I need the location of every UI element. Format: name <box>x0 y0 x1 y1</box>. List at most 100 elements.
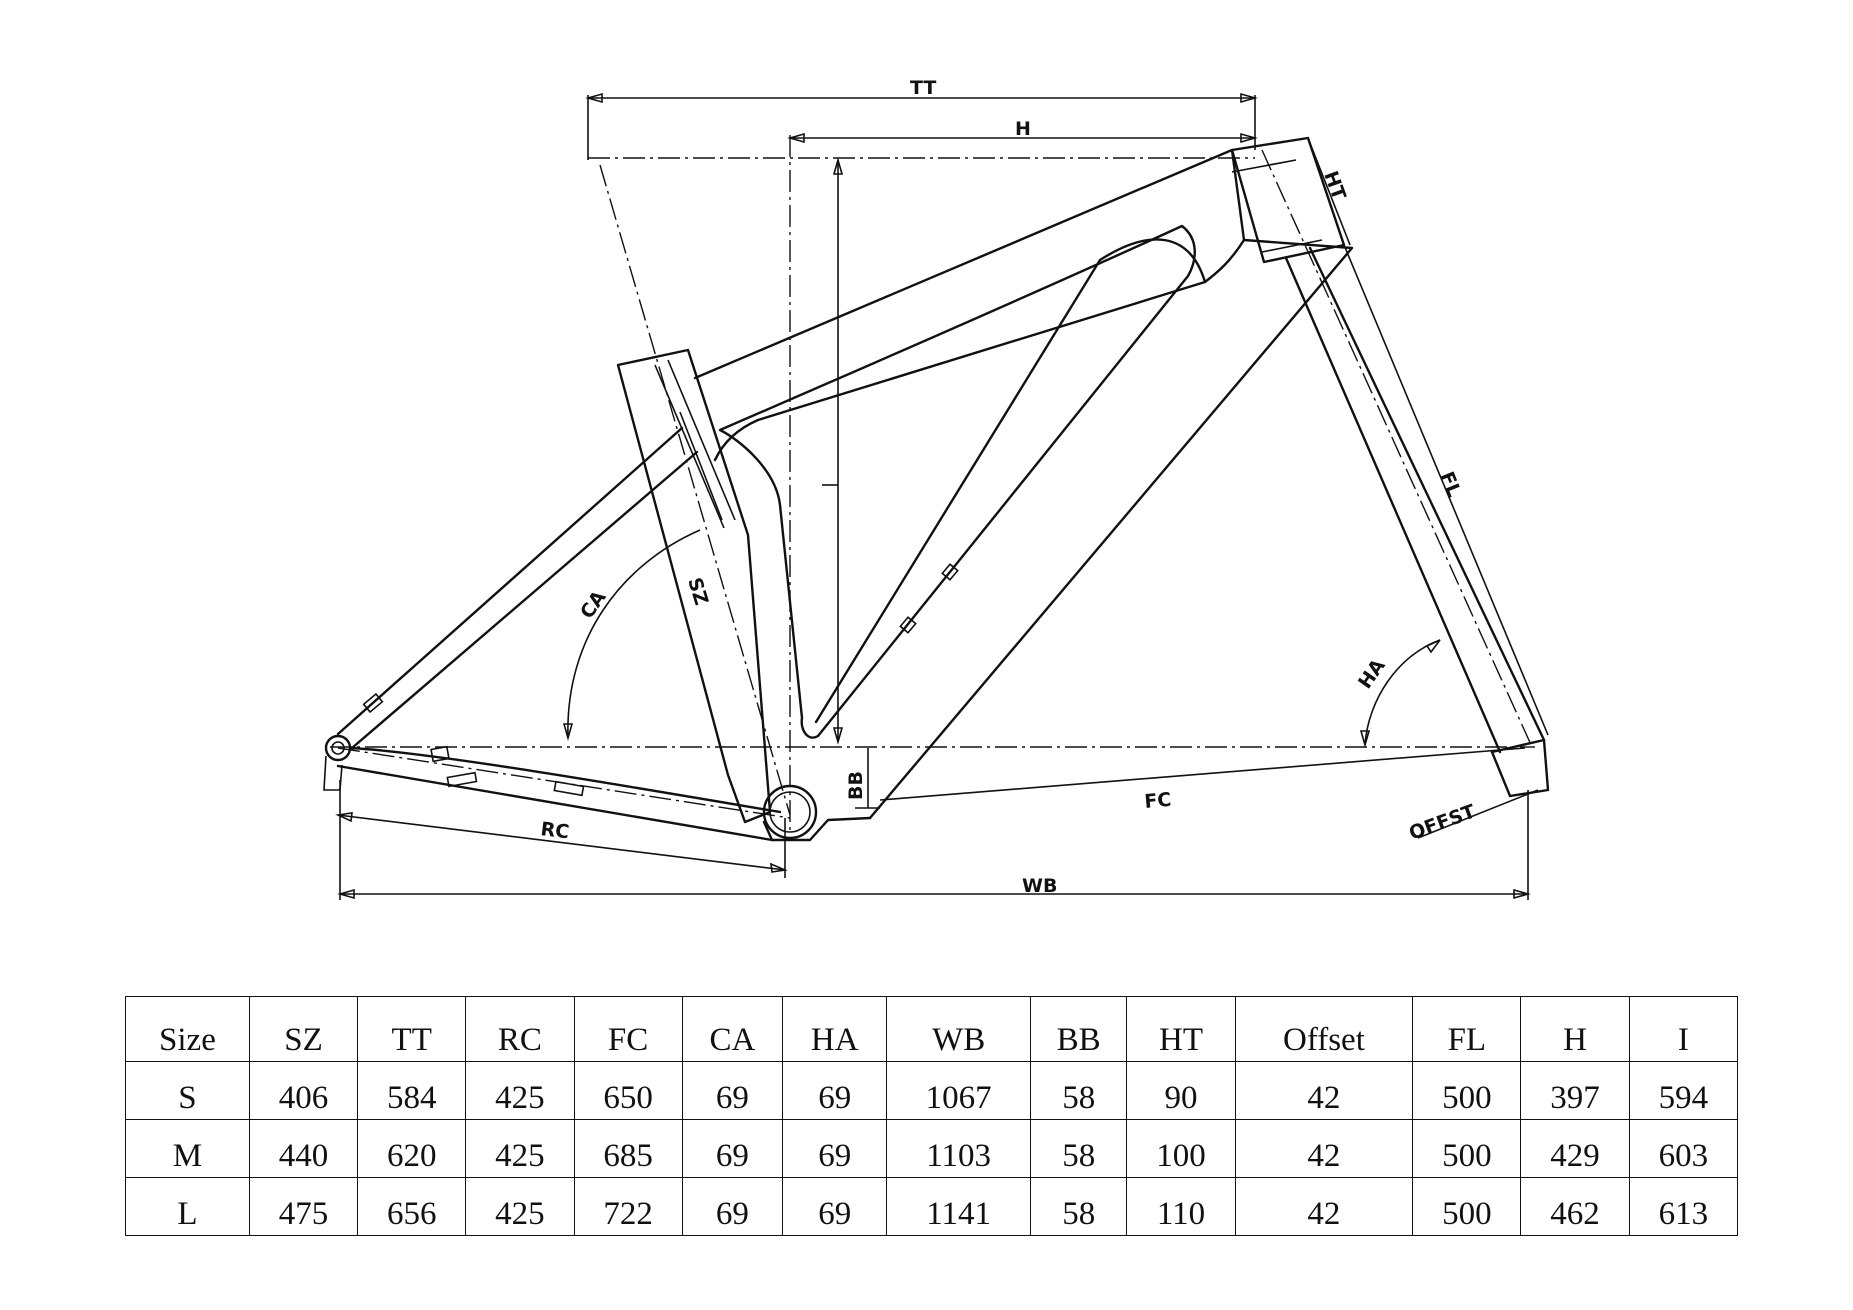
table-cell: 603 <box>1628 1119 1739 1178</box>
ha-arrows <box>1359 639 1441 748</box>
bottle-bolt-2 <box>899 616 917 634</box>
reference-lines <box>330 135 1535 830</box>
bottom-bracket-shell <box>762 784 818 840</box>
table-cell: 69 <box>681 1061 784 1120</box>
table-cell: 42 <box>1234 1119 1414 1178</box>
geometry-table: Size SZ TT RC FC CA HA WB BB HT Offset F… <box>125 996 1739 1236</box>
table-cell: 69 <box>782 1119 888 1178</box>
frame-geometry-diagram: TT H HT FL CA SZ HA BB FC RC OFFST WB <box>323 77 1550 900</box>
fc-dim-line <box>879 747 1526 801</box>
bottle-bolt-1 <box>941 563 959 581</box>
table-cell: 425 <box>465 1177 575 1236</box>
seat-tube-insert-2 <box>667 359 736 521</box>
cable-stop-2 <box>446 771 478 788</box>
table-cell: 58 <box>1029 1177 1128 1236</box>
table-cell: 1103 <box>886 1119 1031 1178</box>
table-cell: 685 <box>573 1119 683 1178</box>
col-header: WB <box>886 996 1031 1062</box>
table-cell: 594 <box>1628 1061 1739 1120</box>
rear-axle <box>331 741 345 755</box>
ha-arc <box>1364 639 1441 746</box>
stay-bridge <box>362 692 384 714</box>
stack-arrows <box>832 157 844 745</box>
table-cell: 90 <box>1126 1061 1236 1120</box>
seat-tube-insert <box>654 364 725 529</box>
col-header: HA <box>782 996 888 1062</box>
table-cell: 429 <box>1520 1119 1630 1178</box>
table-header-row: Size SZ TT RC FC CA HA WB BB HT Offset F… <box>125 996 1739 1062</box>
col-header: FL <box>1412 996 1522 1062</box>
table-cell: 440 <box>248 1119 359 1178</box>
dimension-labels: TT H HT FL CA SZ HA BB FC RC OFFST WB <box>539 77 1478 897</box>
tt-arrows <box>585 92 1258 104</box>
label-wb: WB <box>1022 875 1057 897</box>
label-fc: FC <box>1144 789 1173 813</box>
label-tt: TT <box>910 77 936 99</box>
ca-arc <box>567 529 701 739</box>
table-row: M 440 620 425 685 69 69 1103 58 100 42 5… <box>125 1119 1739 1178</box>
fork-dropout <box>1490 738 1550 798</box>
bottom-bracket-inner <box>769 791 811 833</box>
ca-arrow <box>562 723 574 741</box>
table-cell: 656 <box>357 1177 467 1236</box>
fl-dim-line <box>1343 244 1549 736</box>
cable-stop-1 <box>430 745 450 763</box>
label-bb: BB <box>845 771 867 800</box>
table-cell: 110 <box>1126 1177 1236 1236</box>
table-cell: 406 <box>248 1061 359 1120</box>
table-cell: 425 <box>465 1061 575 1120</box>
col-header: I <box>1628 996 1739 1062</box>
label-rc: RC <box>539 818 570 843</box>
col-header: FC <box>573 996 683 1062</box>
fork-blade <box>1284 246 1546 754</box>
bb-yoke <box>762 816 872 842</box>
col-header: RC <box>465 996 575 1062</box>
label-offset: OFFST <box>1406 800 1478 844</box>
table-cell: 650 <box>573 1061 683 1120</box>
down-tube-outer <box>868 238 1354 820</box>
steering-axis <box>1261 149 1533 748</box>
top-tube <box>693 148 1246 462</box>
down-tube-inner <box>814 238 1207 724</box>
table-cell: 584 <box>357 1061 467 1120</box>
table-cell: 58 <box>1029 1119 1128 1178</box>
col-header: SZ <box>248 996 359 1062</box>
col-header: Offset <box>1234 996 1414 1062</box>
seat-tube-axis <box>599 164 791 816</box>
table-cell: M <box>125 1119 250 1178</box>
table-cell: 69 <box>681 1177 784 1236</box>
table-cell: 1067 <box>886 1061 1031 1120</box>
table-row: S 406 584 425 650 69 69 1067 58 90 42 50… <box>125 1061 1739 1120</box>
table-cell: 613 <box>1628 1177 1739 1236</box>
col-header: CA <box>681 996 784 1062</box>
front-triangle-inner <box>718 224 1196 739</box>
seat-stay <box>336 426 699 750</box>
h-arrows <box>787 132 1258 144</box>
table-cell: 425 <box>465 1119 575 1178</box>
frame-outline <box>323 136 1550 842</box>
table-cell: 69 <box>681 1119 784 1178</box>
table-cell: 500 <box>1412 1061 1522 1120</box>
rear-dropout <box>324 734 352 762</box>
col-header: Size <box>125 996 250 1062</box>
table-cell: 462 <box>1520 1177 1630 1236</box>
ht-dim-line <box>1307 137 1351 246</box>
table-cell: S <box>125 1061 250 1120</box>
label-ca: CA <box>576 587 611 623</box>
offset-dim-line <box>1417 789 1539 839</box>
rc-dim-line <box>337 814 786 871</box>
label-h: H <box>1015 118 1031 140</box>
table-cell: 69 <box>782 1177 888 1236</box>
table-cell: 1141 <box>886 1177 1031 1236</box>
label-sz: SZ <box>683 575 712 608</box>
table-cell: 500 <box>1412 1119 1522 1178</box>
table-row: L 475 656 425 722 69 69 1141 58 110 42 5… <box>125 1177 1739 1236</box>
dimension-lines <box>335 92 1549 900</box>
table-cell: L <box>125 1177 250 1236</box>
wb-arrows <box>337 888 1531 900</box>
seat-stay-junction <box>679 411 723 521</box>
table-cell: 475 <box>248 1177 359 1236</box>
chain-stay <box>336 746 782 842</box>
table-cell: 69 <box>782 1061 888 1120</box>
table-cell: 500 <box>1412 1177 1522 1236</box>
